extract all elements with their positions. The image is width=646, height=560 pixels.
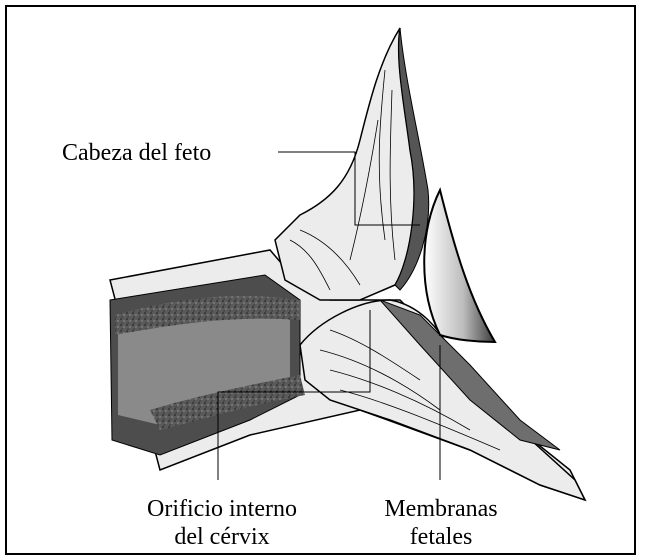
label-membranes-line1: Membranas [352, 495, 530, 523]
label-internal-os-line1: Orificio interno [116, 495, 328, 523]
label-fetal-head: Cabeza del feto [62, 139, 211, 167]
label-internal-os: Orificio interno del cérvix [116, 495, 328, 551]
label-internal-os-line2: del cérvix [116, 523, 328, 551]
uterine-wall-upper [275, 28, 414, 300]
fetal-head [424, 190, 495, 342]
label-membranes-line2: fetales [352, 523, 530, 551]
label-membranes: Membranas fetales [352, 495, 530, 551]
